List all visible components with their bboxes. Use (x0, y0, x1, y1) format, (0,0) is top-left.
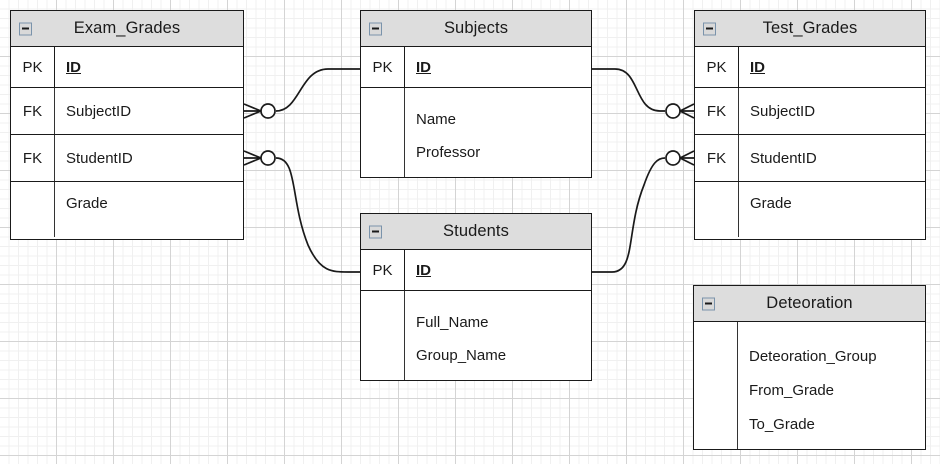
entity-header-test-grades[interactable]: Test_Grades (695, 11, 925, 47)
entity-exam-grades[interactable]: Exam_Grades PK ID FK SubjectID FK Studen… (10, 10, 244, 240)
field-label: Deteoration_Group (749, 348, 877, 366)
key-label: PK (11, 47, 55, 87)
entity-header-exam-grades[interactable]: Exam_Grades (11, 11, 243, 47)
relationship-test-student (592, 150, 695, 273)
field-label: Name (416, 111, 457, 129)
table-row[interactable]: PK ID (11, 47, 243, 88)
key-label: PK (361, 250, 405, 290)
field-group: Deteoration_Group From_Grade To_Grade (738, 337, 925, 433)
field-label: ID (416, 58, 431, 76)
entity-students[interactable]: Students PK ID Full_Name Group_Name (360, 213, 592, 381)
entity-title: Test_Grades (762, 19, 858, 38)
field-label: SubjectID (750, 102, 816, 120)
key-label: FK (695, 88, 739, 134)
field-label: Professor (416, 144, 481, 161)
field-label: ID (66, 58, 81, 76)
field-label: Full_Name (416, 314, 489, 332)
entity-test-grades[interactable]: Test_Grades PK ID FK SubjectID FK Studen… (694, 10, 926, 240)
entity-deteoration[interactable]: Deteoration Deteoration_Group From_Grade… (693, 285, 926, 450)
entity-subjects[interactable]: Subjects PK ID Name Professor (360, 10, 592, 178)
minus-box-icon[interactable] (703, 22, 716, 35)
field-label: Group_Name (416, 347, 507, 364)
field-label: Grade (750, 195, 792, 212)
entity-header-subjects[interactable]: Subjects (361, 11, 591, 47)
key-label (11, 182, 55, 237)
field-label: SubjectID (66, 102, 132, 120)
key-label: PK (695, 47, 739, 87)
minus-box-icon[interactable] (369, 22, 382, 35)
minus-box-icon[interactable] (369, 225, 382, 238)
key-label (361, 88, 405, 177)
field-group: Full_Name Group_Name (405, 306, 591, 365)
entity-header-students[interactable]: Students (361, 214, 591, 250)
key-label (361, 291, 405, 380)
key-label: FK (11, 135, 55, 181)
table-row[interactable]: PK ID (361, 250, 591, 291)
minus-box-icon[interactable] (702, 297, 715, 310)
relationship-exam-student (243, 150, 360, 273)
field-label: StudentID (750, 149, 817, 167)
table-row[interactable]: PK ID (361, 47, 591, 88)
table-row[interactable]: FK StudentID (695, 135, 925, 182)
key-label: FK (11, 88, 55, 134)
table-row-group[interactable]: Deteoration_Group From_Grade To_Grade (694, 322, 925, 449)
relationship-test-subject (592, 68, 695, 119)
table-row[interactable]: FK StudentID (11, 135, 243, 182)
entity-title: Subjects (443, 19, 509, 38)
minus-box-icon[interactable] (19, 22, 32, 35)
entity-title: Exam_Grades (73, 19, 181, 38)
table-row[interactable]: PK ID (695, 47, 925, 88)
key-label (694, 322, 738, 449)
table-row-group[interactable]: Name Professor (361, 88, 591, 177)
entity-header-deteoration[interactable]: Deteoration (694, 286, 925, 322)
table-row[interactable]: Grade (11, 182, 243, 237)
table-row[interactable]: FK SubjectID (695, 88, 925, 135)
key-label: PK (361, 47, 405, 87)
relationship-exam-subject (243, 68, 360, 119)
key-label: FK (695, 135, 739, 181)
table-row[interactable]: FK SubjectID (11, 88, 243, 135)
entity-title: Students (443, 222, 509, 241)
table-row[interactable]: Grade (695, 182, 925, 237)
field-label: StudentID (66, 149, 133, 167)
field-label: ID (416, 261, 431, 279)
entity-title: Deteoration (766, 294, 853, 313)
field-label: From_Grade (749, 382, 835, 400)
field-group: Name Professor (405, 103, 591, 162)
field-label: Grade (66, 195, 108, 212)
field-label: To_Grade (749, 415, 815, 433)
field-label: ID (750, 58, 765, 76)
key-label (695, 182, 739, 237)
table-row-group[interactable]: Full_Name Group_Name (361, 291, 591, 380)
